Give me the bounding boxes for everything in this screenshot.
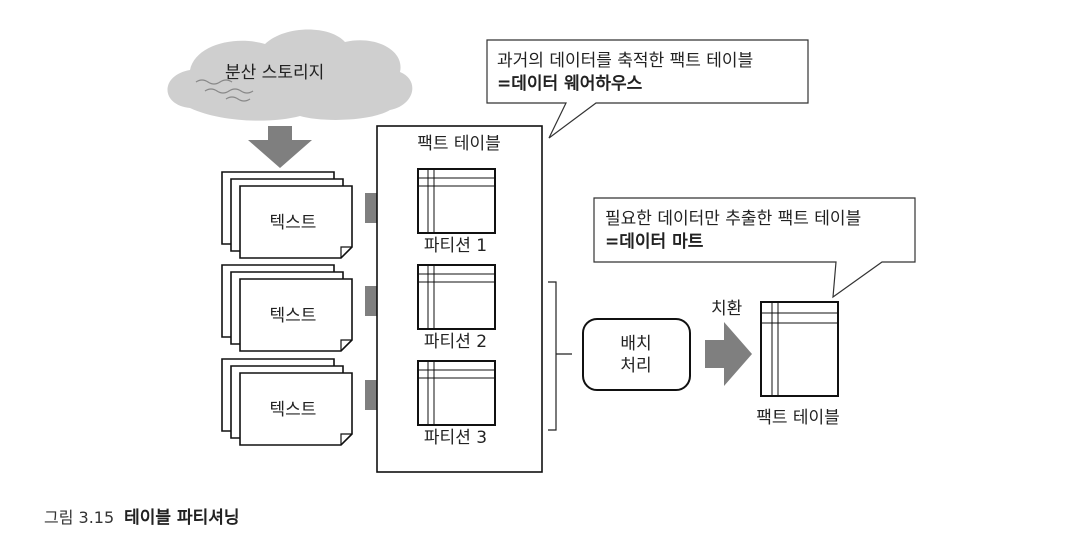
- callout-warehouse-line1: 과거의 데이터를 축적한 팩트 테이블: [497, 51, 753, 71]
- down-arrow: [248, 126, 312, 168]
- figure-number: 그림 3.15: [44, 508, 115, 527]
- callout-warehouse: [486, 39, 809, 139]
- partition-label-3: 파티션 3: [424, 428, 487, 448]
- output-table-label: 팩트 테이블: [756, 408, 840, 428]
- callout-mart-line1: 필요한 데이터만 추출한 팩트 테이블: [605, 209, 861, 229]
- batch-label-line2: 처리: [620, 356, 651, 376]
- partition-table-3: [417, 360, 496, 426]
- text-document-label: 텍스트: [270, 213, 317, 233]
- replace-label: 치환: [711, 299, 742, 319]
- output-fact-table: [760, 301, 839, 397]
- figure-caption: 그림 3.15 테이블 파티셔닝: [44, 503, 240, 528]
- text-document-label: 텍스트: [270, 306, 317, 326]
- figure-title: 테이블 파티셔닝: [124, 508, 240, 528]
- replace-arrow: [705, 322, 752, 386]
- text-document-label: 텍스트: [270, 400, 317, 420]
- text-document-stack-1: 텍스트: [221, 171, 353, 259]
- bracket: [548, 281, 572, 431]
- callout-mart: [593, 197, 916, 299]
- cloud-label: 분산 스토리지: [225, 63, 324, 83]
- partition-table-2: [417, 264, 496, 330]
- partition-label-1: 파티션 1: [424, 236, 487, 256]
- batch-process-box: [582, 318, 691, 391]
- distributed-storage-cloud: [167, 29, 413, 121]
- text-document-stack-2: 텍스트: [221, 264, 353, 352]
- text-document-stack-3: 텍스트: [221, 358, 353, 446]
- callout-warehouse-line2: =데이터 웨어하우스: [497, 74, 643, 94]
- batch-label-line1: 배치: [620, 334, 651, 354]
- callout-mart-line2: =데이터 마트: [605, 232, 704, 252]
- partition-label-2: 파티션 2: [424, 332, 487, 352]
- partition-table-1: [417, 168, 496, 234]
- fact-table-title: 팩트 테이블: [417, 134, 501, 154]
